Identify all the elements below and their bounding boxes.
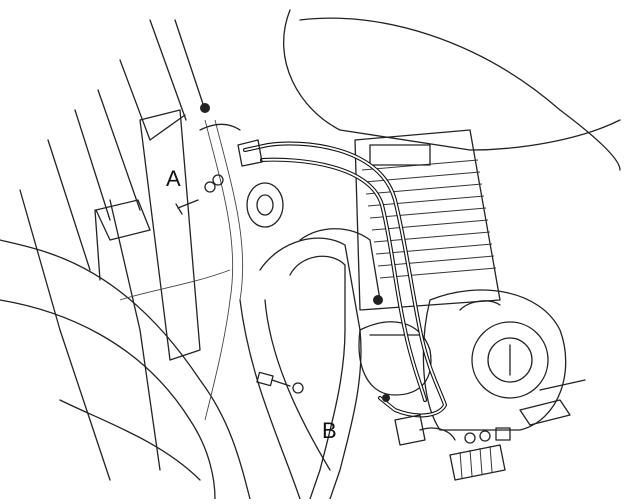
engine-cylinder [354, 129, 501, 311]
fuel-tank [283, 9, 621, 171]
horn [246, 182, 284, 228]
footpeg [394, 414, 506, 481]
callout-label-a: A [166, 166, 181, 191]
front-fork [0, 109, 251, 500]
cooling-fins [361, 159, 497, 279]
frame-tubes [19, 19, 206, 481]
lower-bolt-set [464, 379, 586, 444]
hardware-b [256, 295, 390, 402]
cables [119, 119, 244, 421]
starter-motor [358, 321, 432, 396]
crankcase [422, 289, 567, 431]
callout-label-b: B [322, 418, 337, 443]
hardware-a [175, 103, 241, 215]
engine-guard-bar [237, 139, 447, 418]
